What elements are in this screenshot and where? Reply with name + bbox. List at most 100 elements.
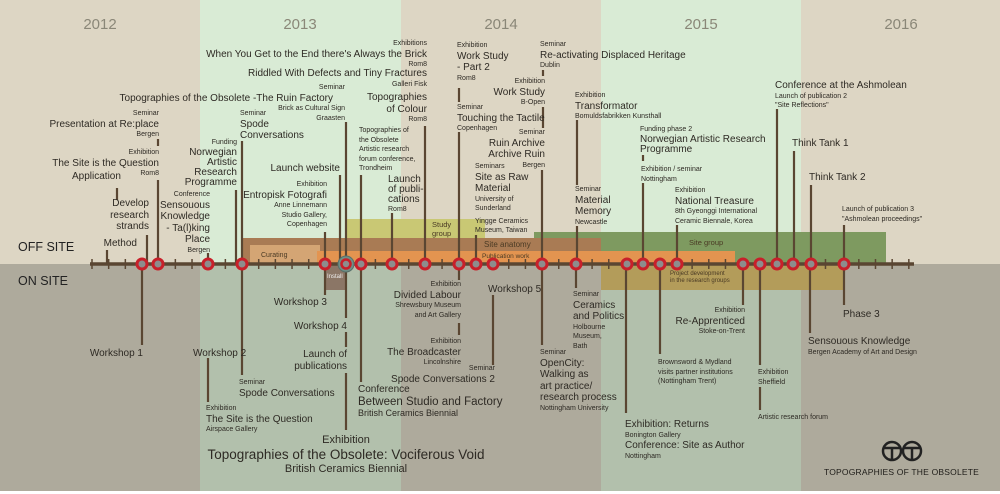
event-marker (653, 257, 667, 271)
bg-2014-on (401, 264, 601, 491)
bg-2012-off (0, 0, 200, 264)
event-workshop-2: Workshop 2 (193, 348, 247, 359)
event-marker (235, 257, 249, 271)
off-site-label: OFF SITE (18, 240, 75, 254)
band-site-anatomy-tail (534, 238, 601, 252)
event-think-tank-2: Think Tank 2 (809, 172, 866, 183)
event-marker (418, 257, 432, 271)
event-think-tank-1: Think Tank 1 (792, 138, 849, 149)
event-marker (786, 257, 800, 271)
band-study-group (347, 219, 485, 238)
event-marker (569, 257, 583, 271)
event-marker (452, 257, 466, 271)
event-launch-publication-3: Launch of publication 3"Ashmolean procee… (842, 206, 923, 223)
highlight-marker (340, 258, 352, 270)
bg-2015-off (601, 0, 801, 264)
year-2016: 2016 (884, 16, 918, 33)
year-2013: 2013 (283, 16, 317, 33)
bg-2015-on (601, 264, 801, 491)
event-workshop-5: Workshop 5 (488, 284, 542, 295)
double-t-circle-logo-icon (881, 440, 923, 462)
event-marker (201, 257, 215, 271)
label-site-anatomy: Site anatomy (484, 240, 531, 249)
event-phase-3: Phase 3 (843, 309, 880, 320)
label-curating: Curating (261, 252, 288, 259)
event-launch-website: Launch website (270, 163, 341, 174)
event-marker (804, 257, 818, 271)
event-marker (151, 257, 165, 271)
logo-caption: TOPOGRAPHIES OF THE OBSOLETE (823, 467, 979, 477)
event-marker (753, 257, 767, 271)
band-curating (250, 245, 320, 264)
event-marker (486, 257, 500, 271)
event-marker (736, 257, 750, 271)
event-workshop-3: Workshop 3 (273, 297, 327, 308)
year-2012: 2012 (83, 16, 117, 33)
event-marker (670, 257, 684, 271)
bg-2016-off (801, 0, 1000, 264)
event-marker (135, 257, 149, 271)
year-2014: 2014 (484, 16, 518, 33)
label-publication-work: Publication work (482, 253, 530, 260)
event-marker (837, 257, 851, 271)
event-marker (620, 257, 634, 271)
event-marker (385, 257, 399, 271)
event-artistic-research-forum: Artistic research forum (758, 414, 829, 421)
event-marker (770, 257, 784, 271)
event-marker (318, 257, 332, 271)
event-workshop-4: Workshop 4 (293, 321, 347, 332)
event-marker (469, 257, 483, 271)
bg-2012-on (0, 264, 200, 491)
event-marker (535, 257, 549, 271)
event-application: Application (72, 171, 121, 182)
on-site-label: ON SITE (18, 274, 69, 288)
event-workshop-1: Workshop 1 (89, 348, 143, 359)
event-marker (354, 257, 368, 271)
bg-2013-on (200, 264, 401, 491)
label-install: Install (327, 274, 343, 280)
event-method: Method (103, 238, 137, 249)
year-2015: 2015 (684, 16, 718, 33)
